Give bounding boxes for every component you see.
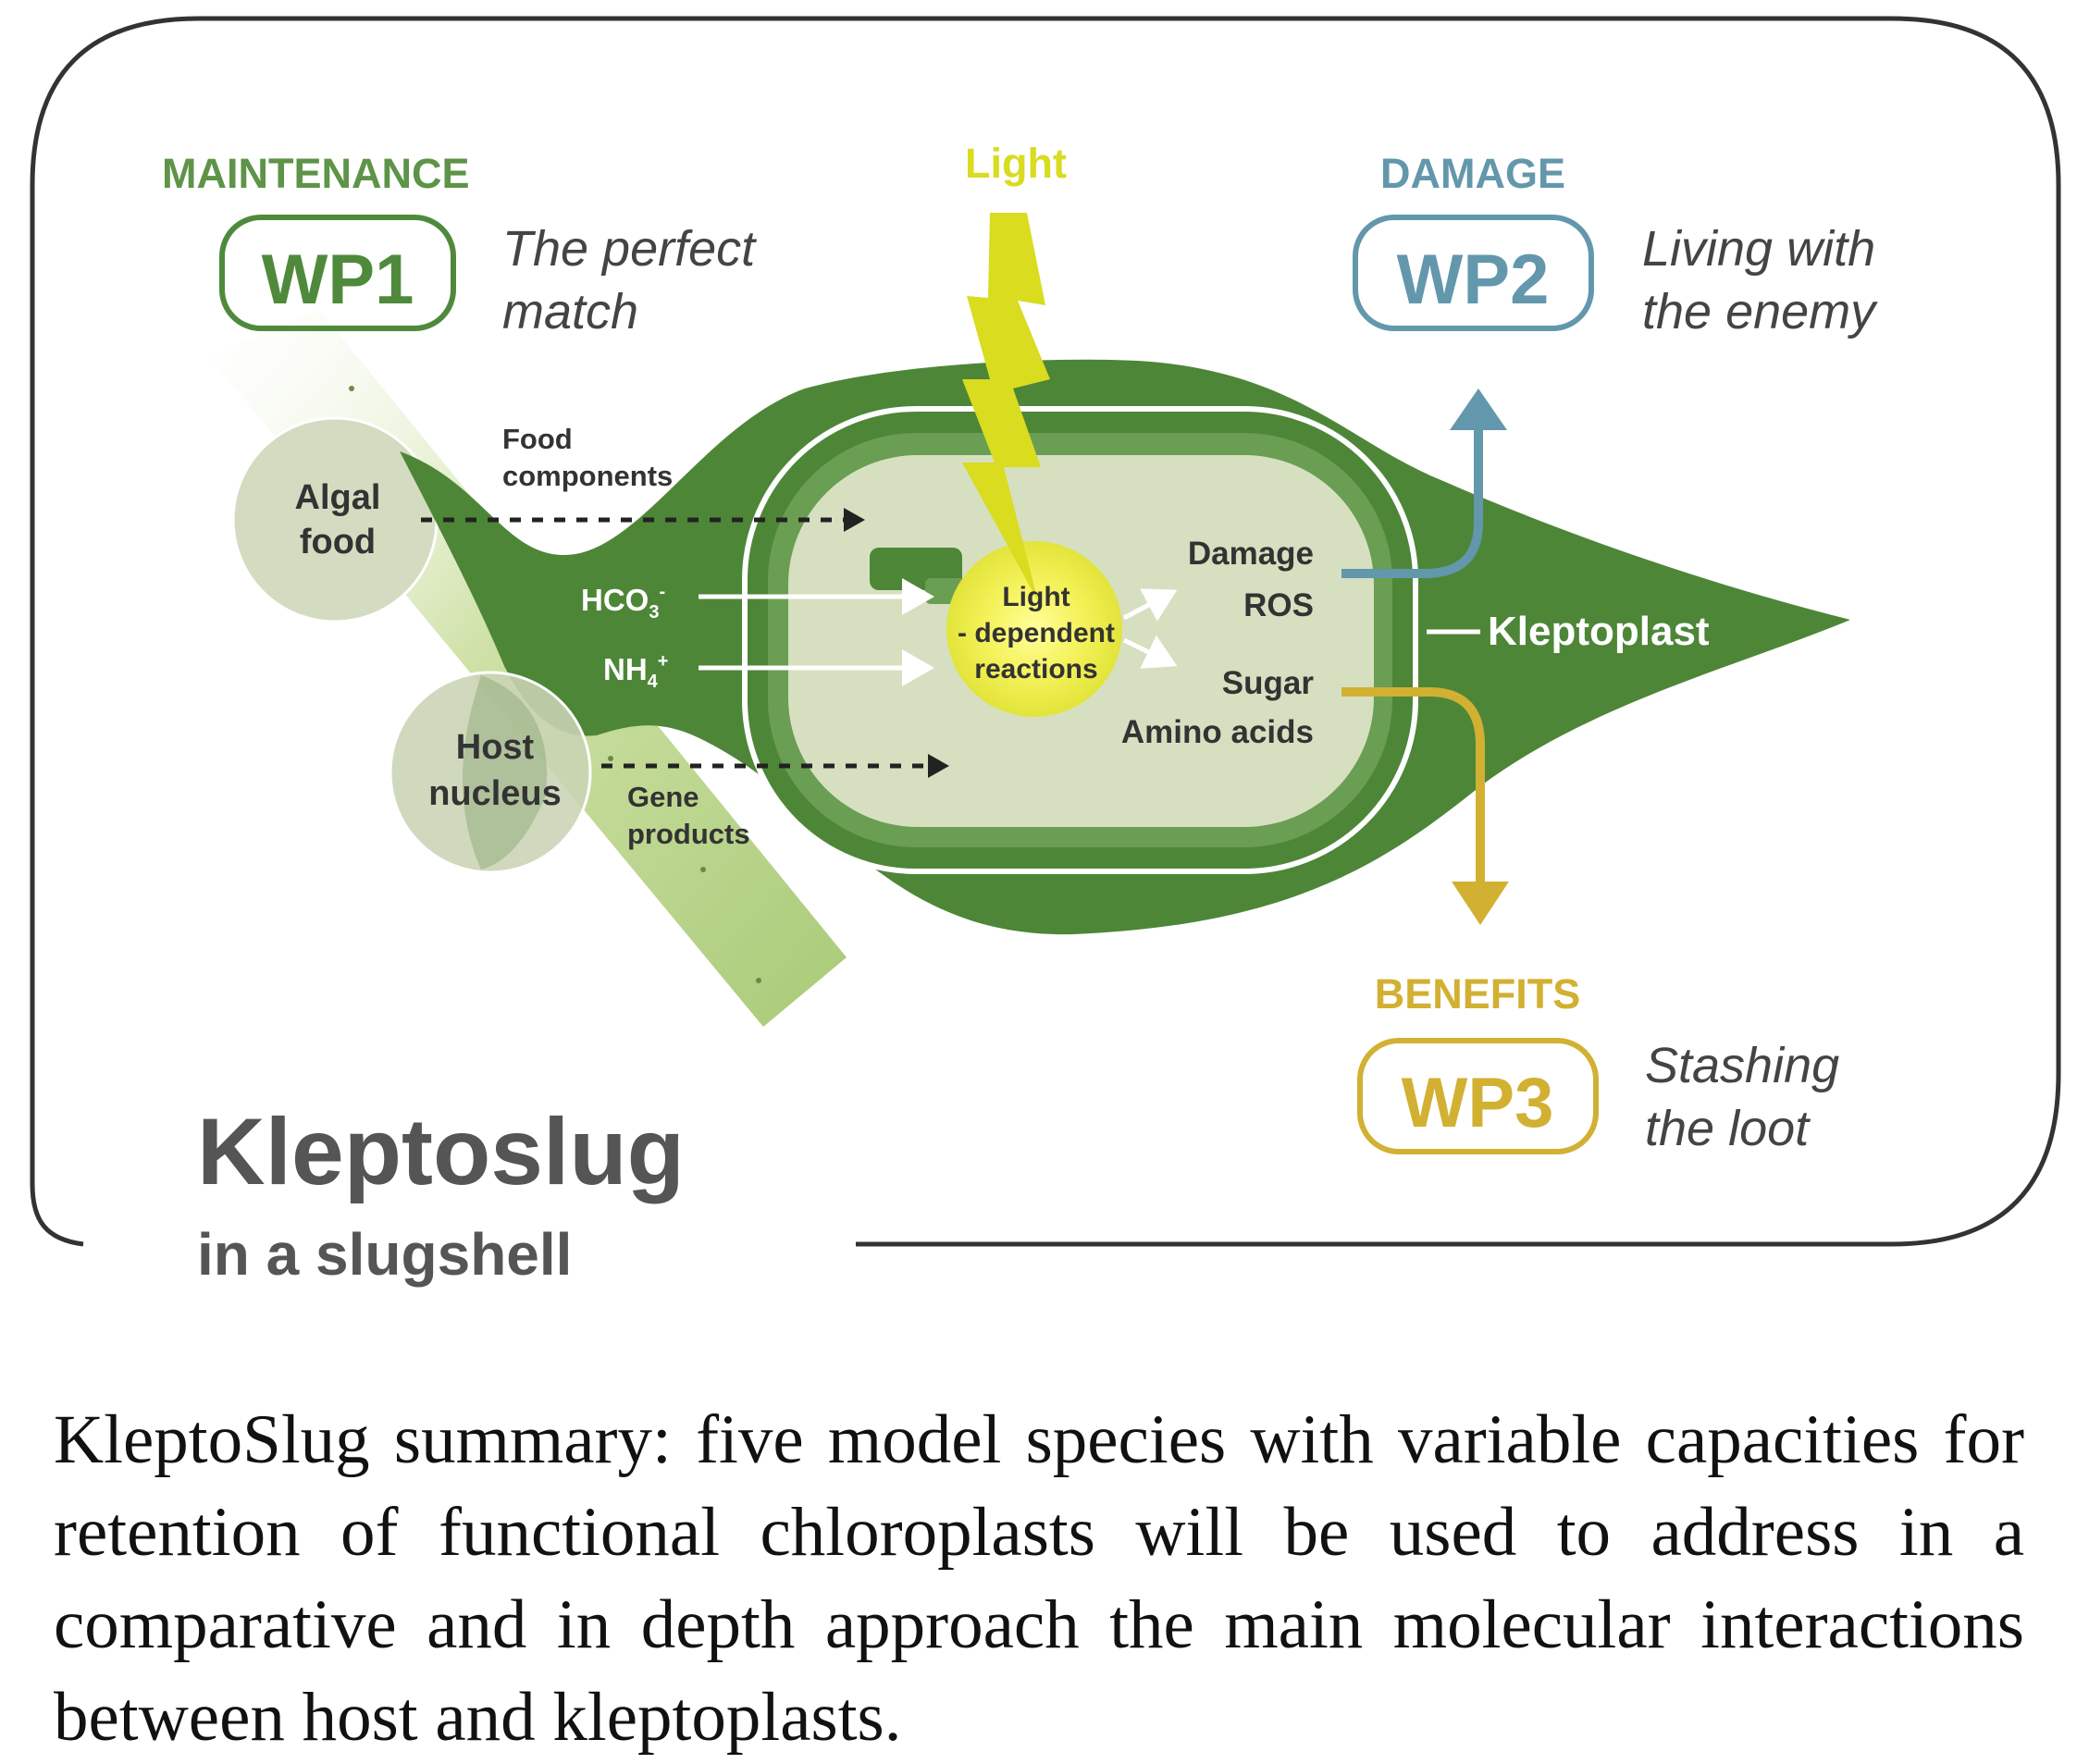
food-components-line2: components (502, 460, 673, 492)
food-arrowhead (844, 508, 865, 532)
reactions-line3: reactions (974, 654, 1097, 685)
wp3-desc-line2: the loot (1645, 1101, 1811, 1156)
wp3-category: BENEFITS (1375, 970, 1581, 1018)
reaction-center (946, 541, 1122, 717)
wp1-desc-line1: The perfect (502, 221, 757, 277)
wp1-badge (219, 215, 456, 331)
title-slugshell: in a slugshell (197, 1221, 572, 1288)
sugar-path (1341, 687, 1485, 883)
reactions-line1: Light (1002, 582, 1069, 612)
host-nucleus-line1: Host (456, 728, 535, 767)
wp1-desc-line2: match (502, 284, 638, 339)
lightning-bolt-icon (962, 213, 1050, 601)
nh4-label: NH4+ (603, 651, 668, 692)
gene-products-line1: Gene (627, 781, 699, 813)
title-kleptoslug: Kleptoslug (197, 1099, 685, 1204)
wp3-code: WP3 (1402, 1064, 1554, 1142)
sugar-label: Sugar (1222, 665, 1315, 701)
algal-food-cell (231, 416, 439, 623)
gene-arrowhead (928, 754, 949, 778)
ros-label: ROS (1243, 587, 1314, 623)
gene-products-line2: products (627, 818, 750, 850)
hco3-label: HCO3- (581, 582, 665, 623)
host-nucleus-overlap (463, 675, 548, 870)
amino-acids-label: Amino acids (1121, 714, 1314, 750)
arrow-down-icon (1452, 882, 1509, 925)
damage-path (1341, 427, 1483, 578)
kleptoslug-diagram: Kleptoslug in a slugshell MAINTENANCE WP… (30, 16, 2061, 1288)
light-label: Light (965, 140, 1067, 187)
algal-food-line1: Algal (295, 478, 381, 517)
wp1-category: MAINTENANCE (162, 150, 470, 197)
wp2-desc-line1: Living with (1642, 221, 1875, 277)
wp2-code: WP2 (1397, 241, 1550, 319)
food-components-line1: Food (502, 423, 573, 455)
damage-label: Damage (1188, 536, 1314, 572)
wp3-desc-line1: Stashing (1645, 1038, 1839, 1093)
frame-border (30, 16, 2061, 1247)
wp2-desc-line2: the enemy (1642, 284, 1878, 339)
wp2-category: DAMAGE (1380, 150, 1565, 197)
wp3-badge (1357, 1038, 1599, 1154)
figure-caption: KleptoSlug summary: five model species w… (54, 1401, 2024, 1756)
kleptoplast-label: Kleptoplast (1488, 609, 1710, 654)
wp2-badge (1353, 215, 1594, 331)
arrow-up-icon (1450, 389, 1507, 430)
algal-food-line2: food (300, 523, 376, 561)
host-nucleus-line2: nucleus (428, 774, 562, 813)
output-arrow-damage (1122, 588, 1178, 622)
reactions-line2: - dependent (958, 618, 1115, 648)
wp1-code: WP1 (262, 241, 414, 319)
output-arrow-sugar (1122, 635, 1178, 669)
